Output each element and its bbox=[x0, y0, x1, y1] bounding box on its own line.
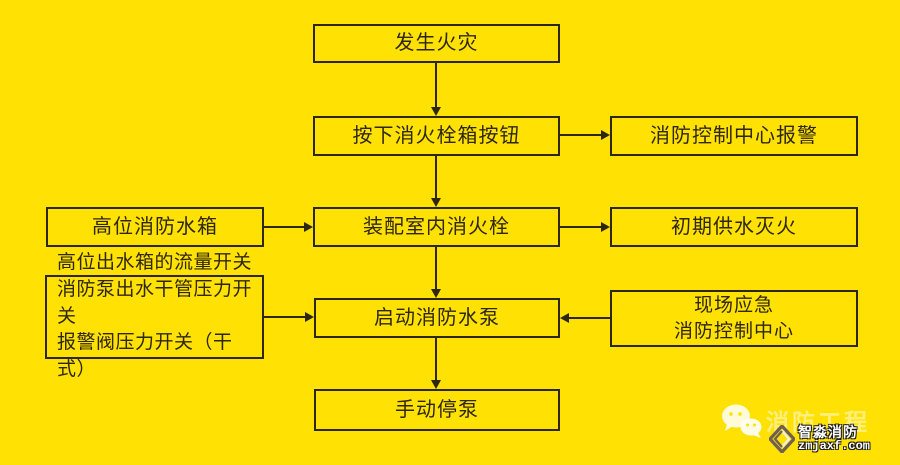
arrow-press-to-hydrant-head bbox=[431, 198, 441, 207]
arrow-pump-to-stop-head bbox=[431, 380, 441, 389]
node-label: 消防控制中心报警 bbox=[650, 124, 818, 147]
arrow-tank-to-hydrant-line bbox=[264, 226, 305, 228]
node-label: 高位消防水箱 bbox=[92, 215, 218, 238]
arrow-hydrant-to-initial-line bbox=[560, 226, 602, 228]
node-control-center-alarm: 消防控制中心报警 bbox=[610, 116, 858, 156]
arrow-switches-to-pump-head bbox=[305, 312, 314, 322]
node-onsite-emergency-center: 现场应急 消防控制中心 bbox=[610, 290, 858, 347]
node-label: 初期供水灭火 bbox=[671, 215, 797, 238]
node-label: 装配室内消火栓 bbox=[363, 215, 510, 238]
node-label: 手动停泵 bbox=[395, 398, 479, 421]
node-high-level-water-tank: 高位消防水箱 bbox=[46, 207, 264, 247]
arrow-emergency-to-pump-head bbox=[560, 313, 569, 323]
watermark: 消防工程 智淼消防 zmjaxf.com bbox=[706, 383, 886, 461]
node-switch-signals: 高位出水箱的流量开关 消防泵出水干管压力开关 报警阀压力开关（干式） bbox=[45, 252, 264, 380]
node-label-line: 消防控制中心 bbox=[673, 320, 794, 342]
node-initial-water-supply: 初期供水灭火 bbox=[610, 207, 858, 247]
arrow-hydrant-to-pump-line bbox=[435, 247, 437, 290]
watermark-site: zmjaxf.com bbox=[798, 439, 871, 454]
arrow-fire-to-press-line bbox=[435, 63, 437, 108]
node-label-line: 消防泵出水干管压力开关 bbox=[57, 278, 253, 327]
watermark-brand: 智淼消防 bbox=[798, 424, 858, 441]
node-label: 启动消防水泵 bbox=[374, 306, 500, 329]
node-label: 发生火灾 bbox=[394, 32, 479, 54]
arrow-emergency-to-pump-line bbox=[567, 317, 610, 319]
node-label-line: 报警阀压力开关（干式） bbox=[57, 332, 233, 381]
node-press-hydrant-button: 按下消火栓箱按钮 bbox=[313, 116, 560, 156]
arrow-tank-to-hydrant-head bbox=[304, 222, 313, 232]
node-label-line: 现场应急 bbox=[693, 294, 774, 316]
node-label-line: 高位出水箱的流量开关 bbox=[57, 251, 253, 273]
node-assemble-indoor-hydrant: 装配室内消火栓 bbox=[313, 207, 560, 247]
node-manual-pump-stop: 手动停泵 bbox=[314, 389, 560, 431]
arrow-press-to-alarm-head bbox=[601, 130, 610, 140]
arrow-press-to-hydrant-line bbox=[435, 156, 437, 199]
wechat-icon bbox=[722, 404, 762, 438]
node-label: 按下消火栓箱按钮 bbox=[352, 124, 521, 147]
arrow-switches-to-pump-line bbox=[264, 316, 306, 318]
arrow-pump-to-stop-line bbox=[435, 338, 437, 381]
arrow-hydrant-to-pump-head bbox=[431, 289, 441, 298]
arrow-fire-to-press-head bbox=[431, 107, 441, 116]
zhimiao-logo-icon bbox=[769, 425, 795, 453]
node-fire-occurs: 发生火灾 bbox=[313, 24, 560, 63]
arrow-hydrant-to-initial-head bbox=[601, 222, 610, 232]
arrow-press-to-alarm-line bbox=[560, 134, 602, 136]
node-start-fire-pump: 启动消防水泵 bbox=[314, 298, 560, 338]
